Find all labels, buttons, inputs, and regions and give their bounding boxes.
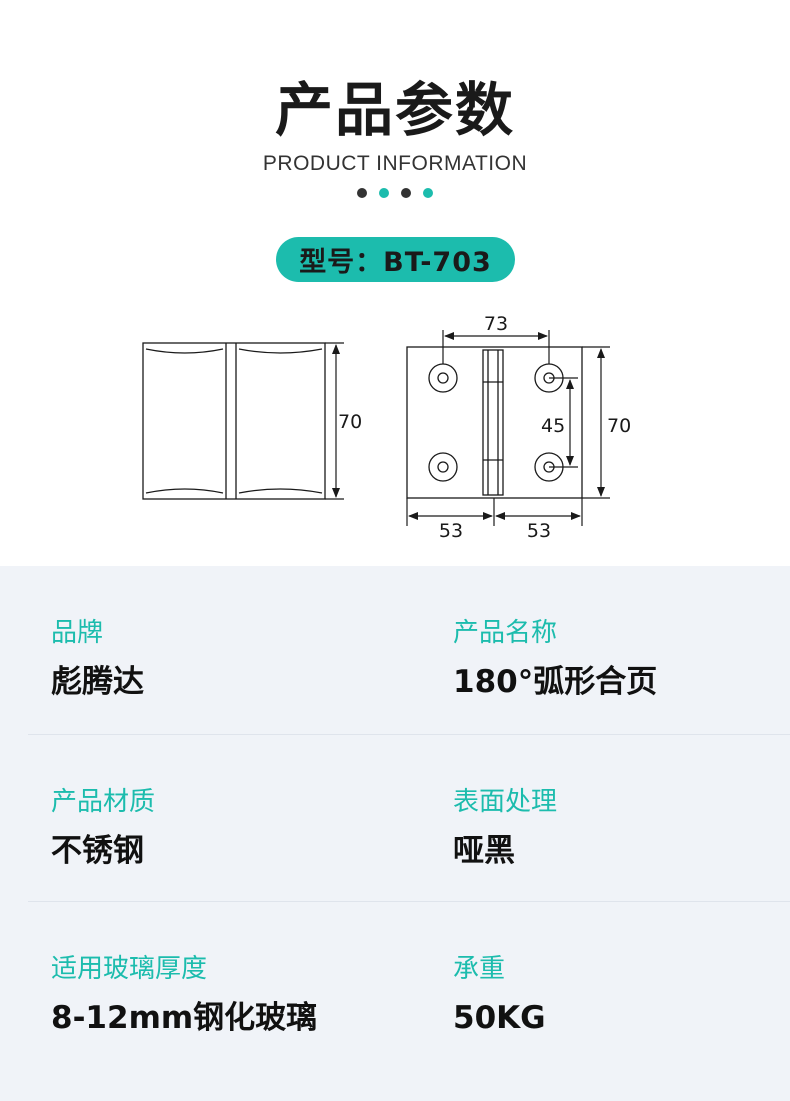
spec-glass-thickness: 适用玻璃厚度 8-12mm钢化玻璃 — [51, 952, 317, 1038]
spec-material: 产品材质 不锈钢 — [51, 785, 155, 871]
spec-table: 品牌 彪腾达 产品名称 180°弧形合页 产品材质 不锈钢 表面处理 哑黑 适用… — [0, 566, 790, 1101]
header-section: 产品参数 PRODUCT INFORMATION 型号：BT-703 — [0, 76, 790, 542]
right-height-label: 70 — [607, 415, 631, 437]
dot-1 — [357, 188, 367, 198]
spec-label: 适用玻璃厚度 — [51, 954, 208, 984]
spec-label: 表面处理 — [453, 787, 558, 817]
spec-value: 50KG — [453, 1000, 546, 1036]
page-subtitle: PRODUCT INFORMATION — [262, 152, 528, 175]
hole-spacing-label: 45 — [541, 415, 565, 437]
spec-value: 彪腾达 — [51, 664, 144, 700]
top-width-label: 73 — [484, 313, 508, 335]
spec-row: 品牌 彪腾达 产品名称 180°弧形合页 — [28, 566, 790, 734]
hinge-dimension-drawing: 70 — [142, 313, 631, 542]
spec-value: 不锈钢 — [51, 833, 144, 869]
bottom-right-width-label: 53 — [527, 520, 551, 542]
dot-2 — [379, 188, 389, 198]
spec-row: 适用玻璃厚度 8-12mm钢化玻璃 承重 50KG — [28, 901, 790, 1101]
dot-3 — [401, 188, 411, 198]
hinge-side-view — [142, 342, 326, 500]
spec-value: 哑黑 — [453, 833, 515, 869]
spec-label: 产品名称 — [453, 618, 558, 648]
dot-4 — [423, 188, 433, 198]
spec-product-name: 产品名称 180°弧形合页 — [453, 616, 657, 702]
spec-label: 产品材质 — [51, 787, 156, 817]
bottom-left-width-label: 53 — [439, 520, 463, 542]
spec-label: 承重 — [453, 954, 506, 984]
model-badge: 型号：BT-703 — [276, 237, 515, 282]
spec-value: 180°弧形合页 — [453, 664, 658, 700]
model-label: 型号：BT-703 — [299, 247, 492, 278]
left-height-dimension — [325, 342, 344, 500]
page-title: 产品参数 — [274, 76, 515, 144]
spec-brand: 品牌 彪腾达 — [51, 616, 144, 702]
spec-label: 品牌 — [51, 618, 104, 648]
spec-load-capacity: 承重 50KG — [453, 952, 546, 1038]
spec-surface-finish: 表面处理 哑黑 — [453, 785, 557, 871]
left-height-label: 70 — [338, 411, 362, 433]
front-dimension-lines — [406, 330, 610, 526]
decorative-dots — [0, 188, 790, 198]
spec-value: 8-12mm钢化玻璃 — [51, 1000, 318, 1036]
spec-row: 产品材质 不锈钢 表面处理 哑黑 — [28, 734, 790, 902]
